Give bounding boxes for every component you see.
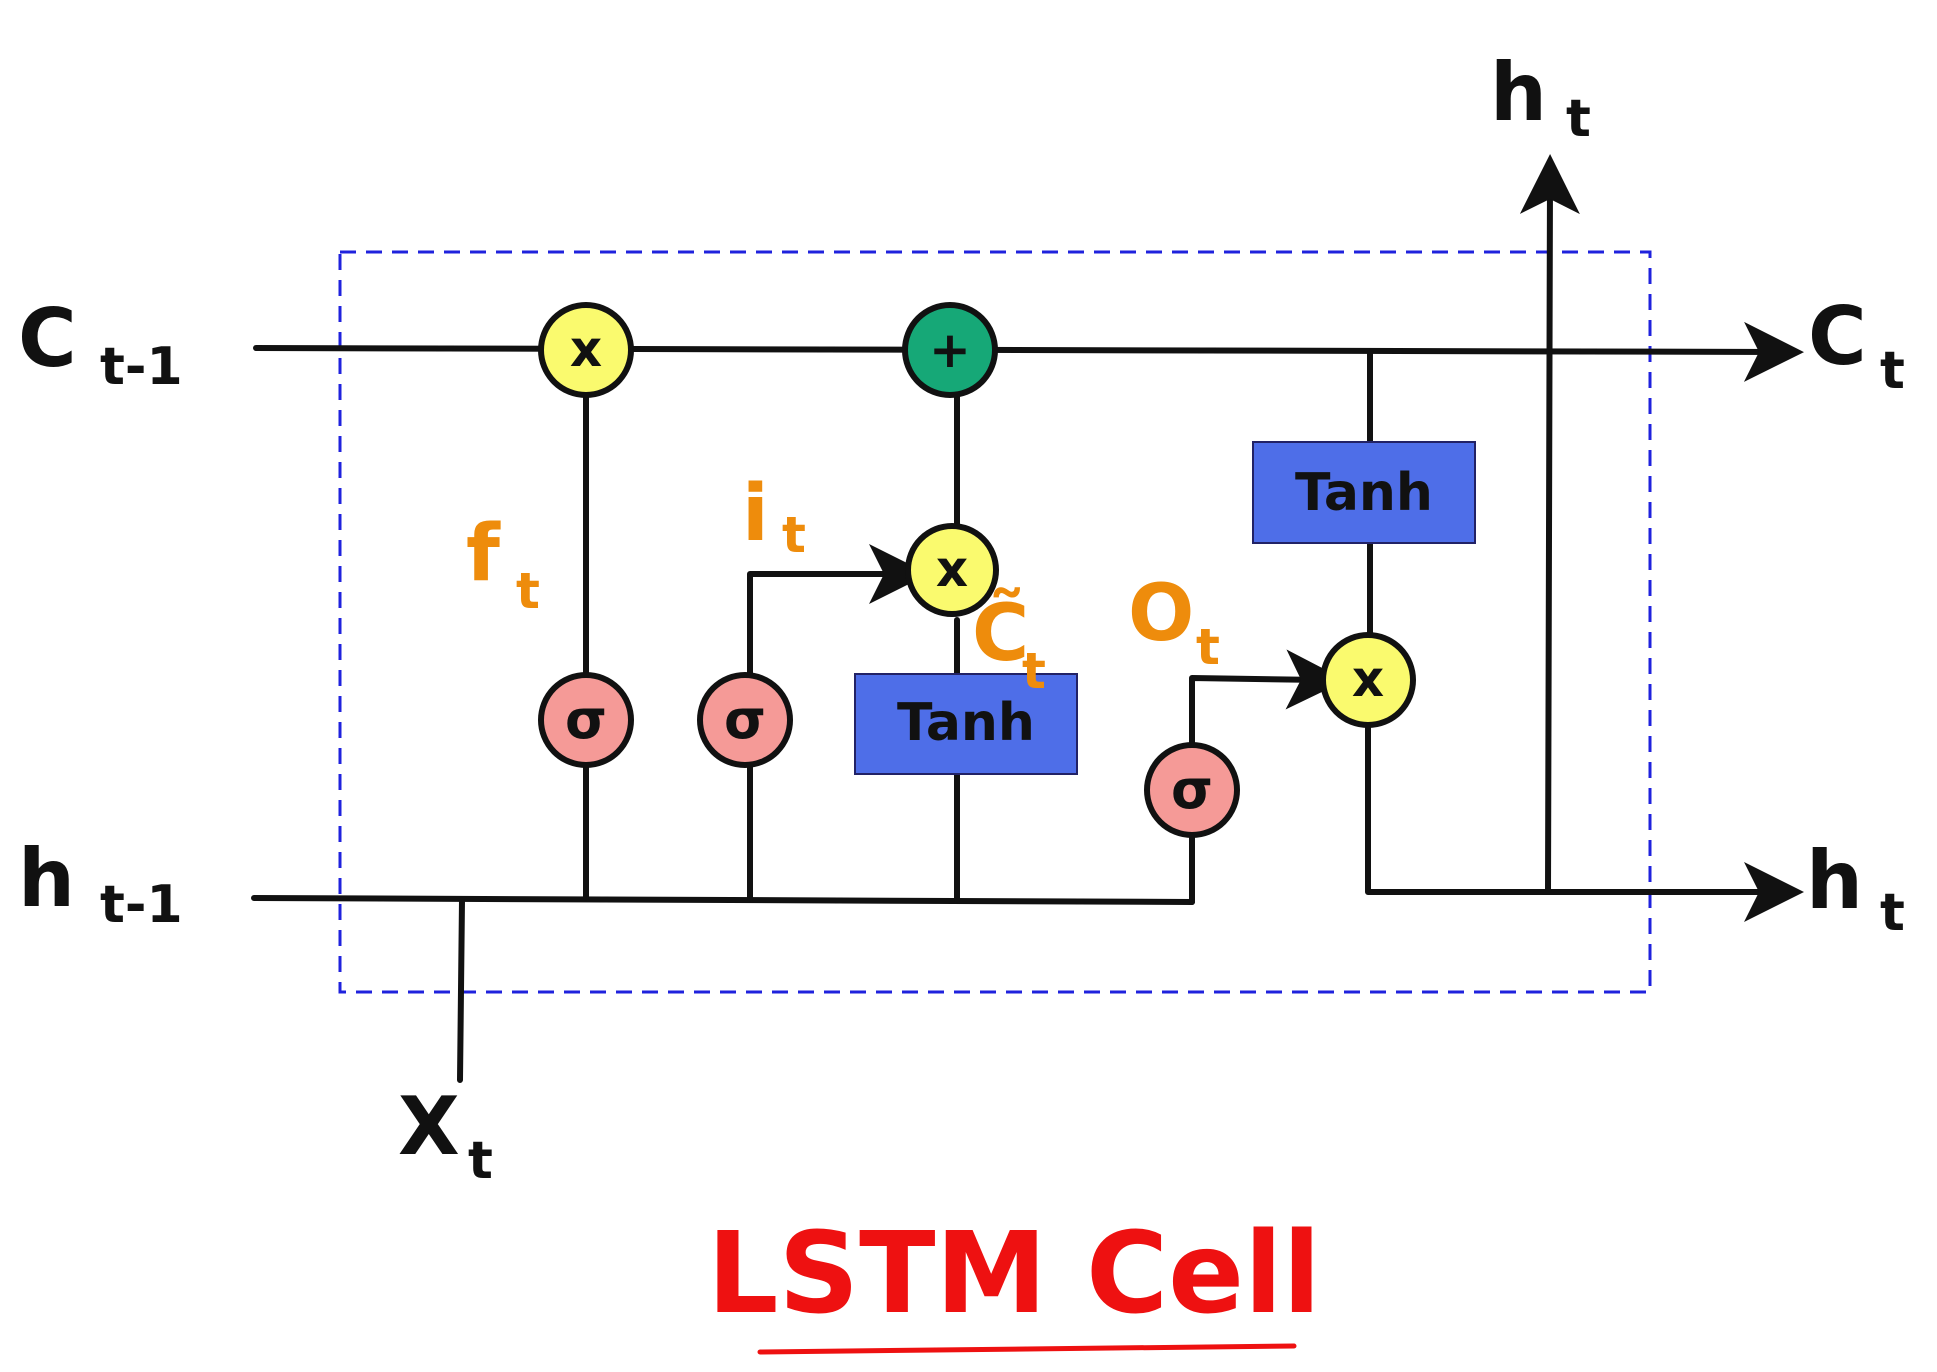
forget-sigmoid-node: σ [538, 672, 634, 768]
hidden-state-top-label: h t [1490, 46, 1591, 149]
add-symbol: + [929, 321, 971, 379]
cell-state-line [253, 321, 1804, 382]
multiply-symbol: x [1352, 650, 1384, 708]
svg-text:t: t [516, 562, 540, 620]
svg-text:t-1: t-1 [100, 875, 183, 935]
forget-gate-label: f t [466, 509, 540, 620]
svg-text:t-1: t-1 [100, 337, 183, 397]
svg-text:h: h [1490, 46, 1547, 139]
candidate-tanh-block: Tanh [854, 673, 1078, 775]
svg-text:i: i [742, 469, 769, 559]
sigmoid-symbol: σ [1171, 758, 1213, 821]
svg-text:t: t [1880, 883, 1905, 943]
svg-text:C: C [18, 292, 77, 385]
output-sigmoid-node: σ [1144, 742, 1240, 838]
input-gate-label: i t [742, 469, 806, 564]
diagram-title: LSTM Cell [707, 1209, 1321, 1355]
forget-multiply-node: x [538, 302, 634, 398]
output-tanh-block: Tanh [1252, 441, 1476, 544]
multiply-symbol: x [570, 320, 602, 378]
hidden-input-line [251, 895, 1195, 905]
svg-text:LSTM Cell: LSTM Cell [707, 1209, 1321, 1339]
svg-text:t: t [468, 1131, 493, 1191]
svg-text:O: O [1128, 569, 1194, 659]
svg-text:X: X [398, 1080, 460, 1173]
hidden-state-out-label: h t [1806, 834, 1905, 943]
cell-state-prev-label: C t-1 [18, 292, 183, 397]
cell-boundary [338, 250, 1652, 994]
svg-text:h: h [1806, 834, 1863, 927]
output-to-hidden [1365, 723, 1804, 922]
svg-text:h: h [18, 832, 75, 925]
svg-text:f: f [466, 509, 501, 599]
input-sigmoid-node: σ [697, 672, 793, 768]
add-node: + [902, 302, 998, 398]
output-gate-arrow [1189, 649, 1346, 745]
svg-text:t: t [1196, 618, 1220, 676]
sigmoid-symbol: σ [724, 688, 766, 751]
x-input-line [457, 897, 465, 1083]
input-multiply-node: x [905, 523, 999, 617]
input-gate-arrow [747, 544, 929, 604]
output-multiply-node: x [1320, 632, 1416, 728]
tanh-label: Tanh [1295, 463, 1433, 523]
svg-text:t: t [782, 506, 806, 564]
svg-text:t: t [1880, 341, 1905, 401]
title-underline [757, 1343, 1297, 1355]
svg-text:t: t [1022, 642, 1046, 700]
output-gate-label: O t [1128, 569, 1220, 676]
multiply-symbol: x [936, 540, 968, 598]
svg-text:C̃: C̃ [972, 587, 1029, 679]
hidden-state-prev-label: h t-1 [18, 832, 183, 935]
candidate-label: C̃ t [972, 587, 1046, 700]
input-x-label: X t [398, 1080, 493, 1191]
cell-state-out-label: C t [1808, 290, 1905, 401]
connections [251, 154, 1804, 1083]
svg-text:t: t [1566, 89, 1591, 149]
svg-text:C: C [1808, 290, 1867, 383]
sigmoid-symbol: σ [565, 688, 607, 751]
tanh-label: Tanh [897, 693, 1035, 753]
hidden-up-line [1519, 154, 1580, 895]
